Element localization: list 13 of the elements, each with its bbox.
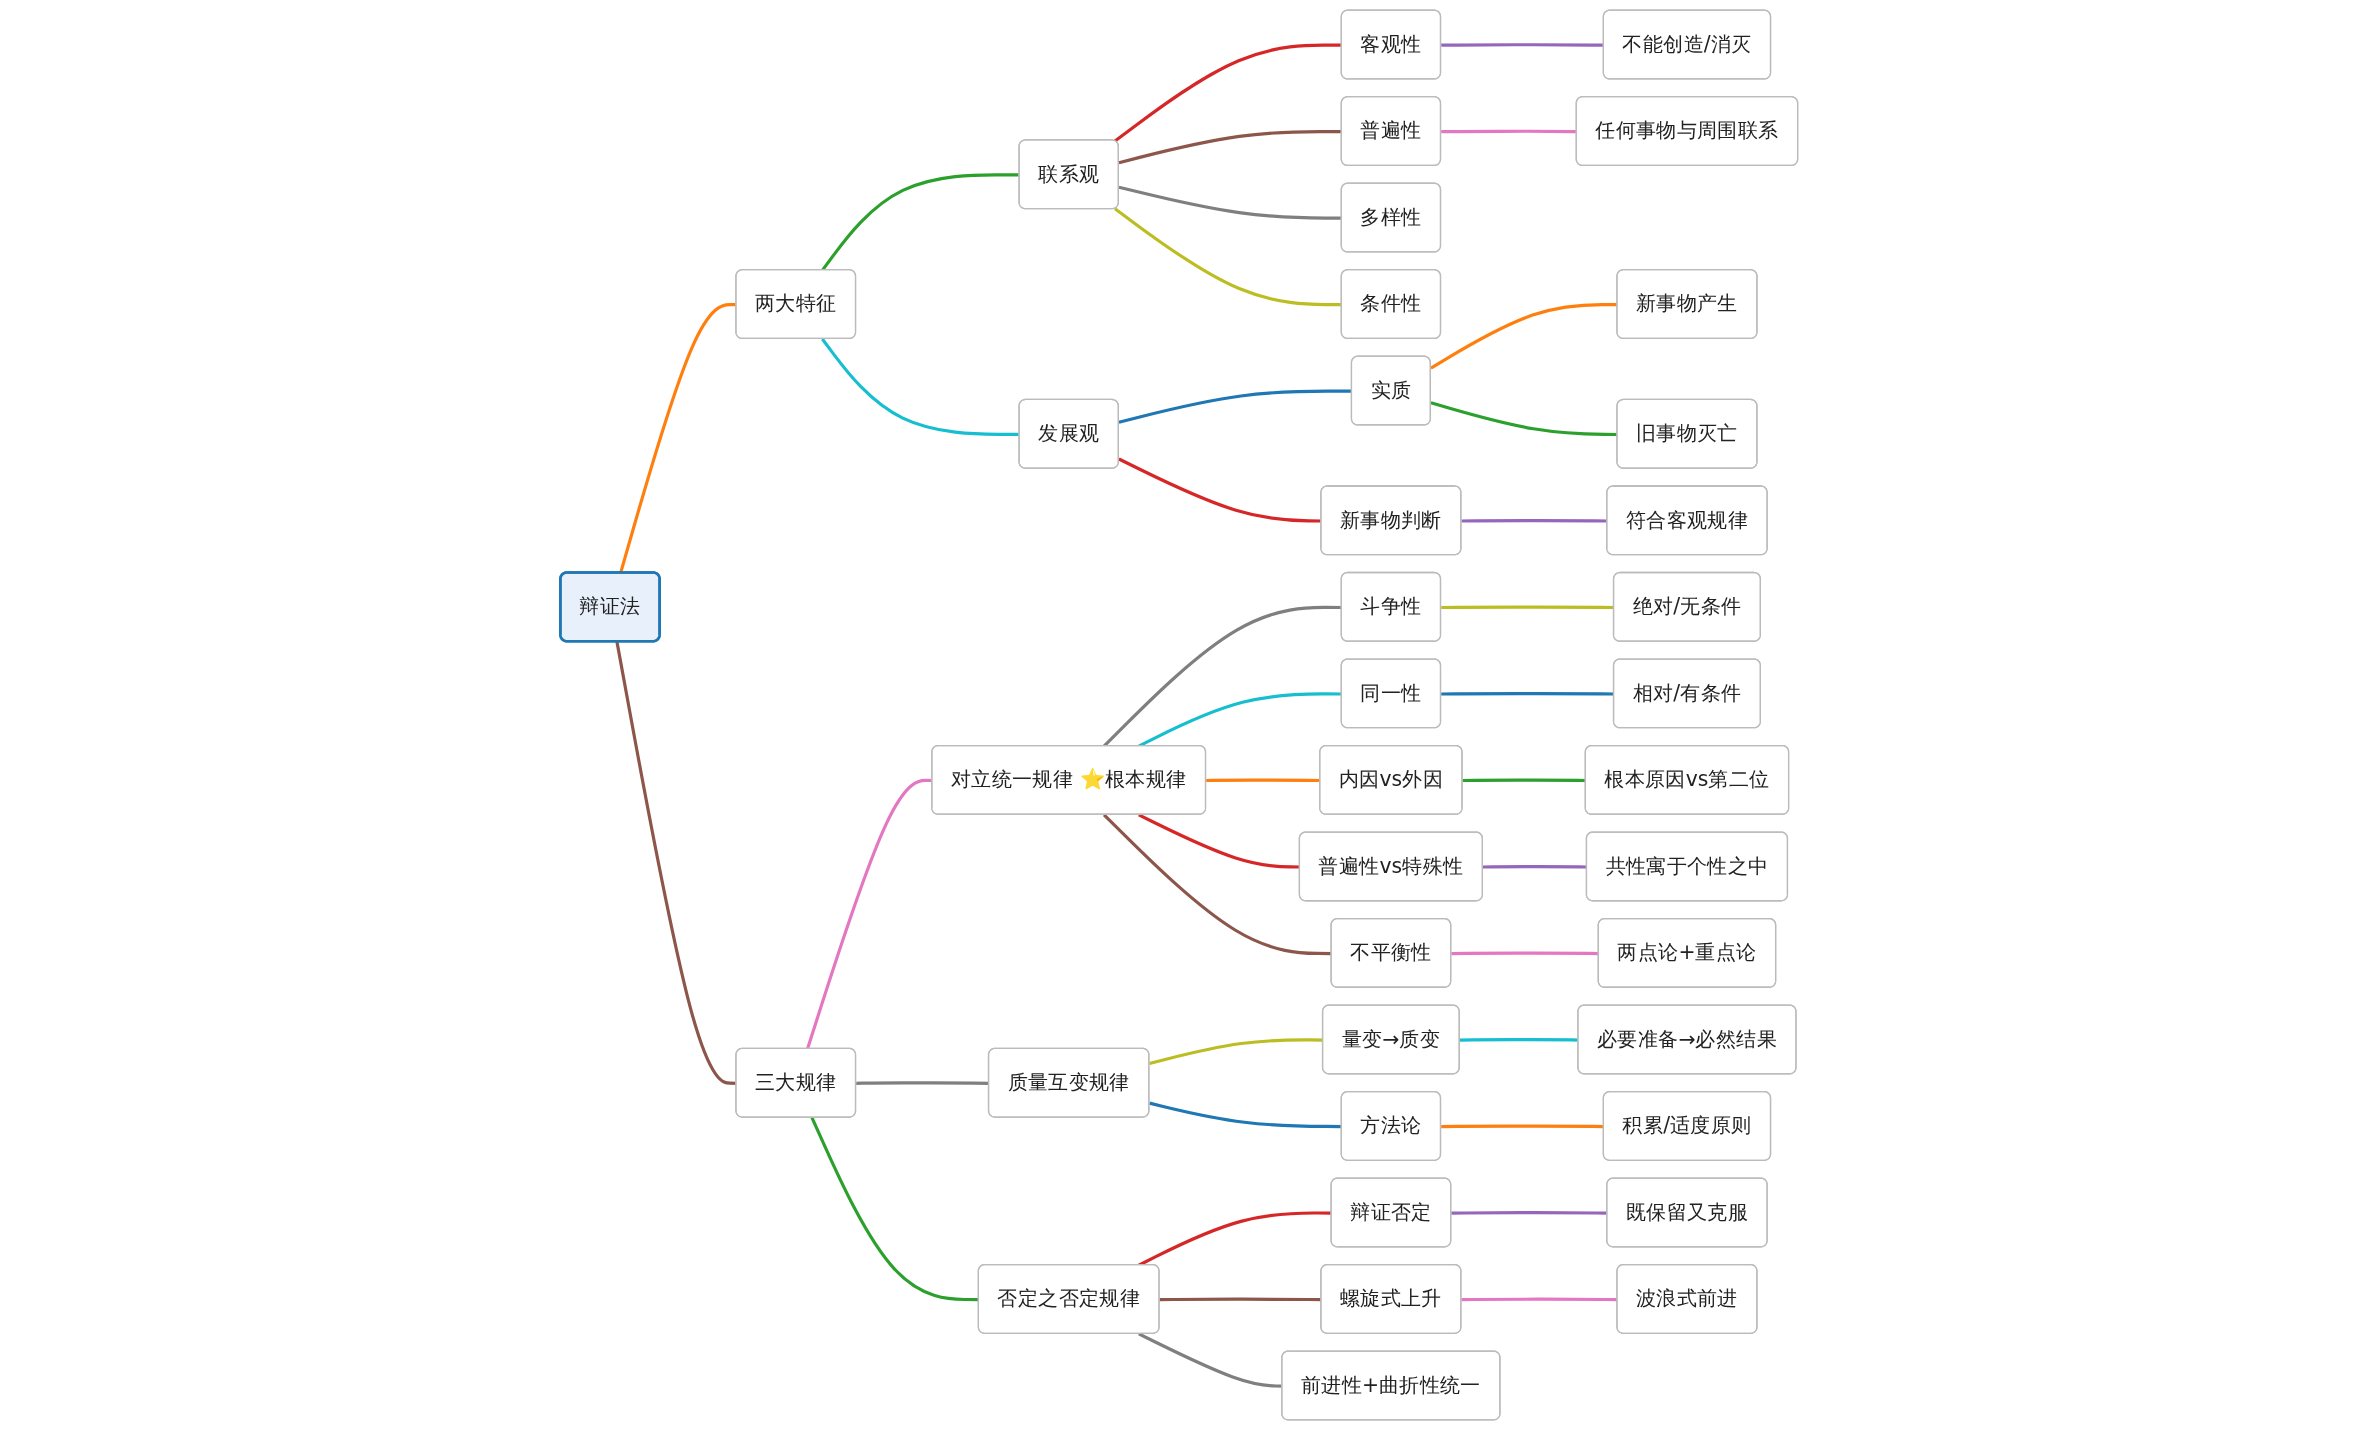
connector: [1118, 129, 1342, 165]
connector: [1441, 1124, 1604, 1129]
connector: [1451, 951, 1599, 956]
connector: [1462, 778, 1586, 783]
connector: [1114, 207, 1342, 307]
connector: [1118, 185, 1342, 220]
connector: [1114, 43, 1342, 143]
connector: [1441, 43, 1604, 47]
connector: [810, 1117, 979, 1302]
connector: [1102, 813, 1332, 956]
connector: [821, 338, 1020, 437]
connector: [1441, 129, 1577, 134]
connector: [1149, 1101, 1342, 1129]
